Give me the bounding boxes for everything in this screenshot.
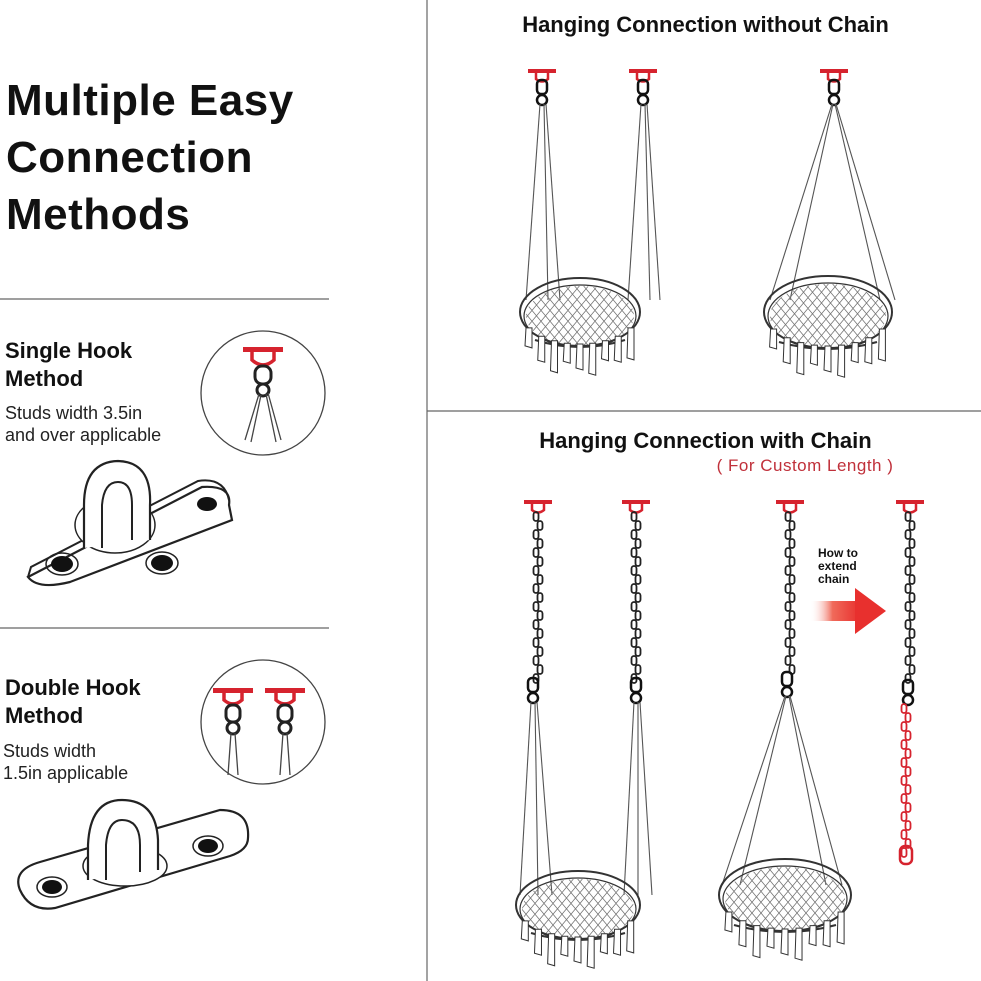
carabiner-icon [535,78,549,107]
title-line-1: Multiple Easy [6,76,294,125]
extension-carabiner-icon [898,844,914,866]
ceiling-mount-icon [524,500,552,514]
chain [904,511,916,684]
chain [532,511,544,684]
double-hook-detail-icon [200,659,326,785]
extend-label-line-3: chain [818,572,850,586]
carabiner-icon [901,678,915,707]
single-hook-title-line-2: Method [5,366,84,391]
hammock-seat [763,275,893,378]
ceiling-mount-icon [820,69,848,83]
page-title: Multiple Easy Connection Methods [6,72,294,243]
hammock-seat [519,277,641,376]
without-chain-title: Hanging Connection without Chain [522,12,889,37]
extend-arrow-icon [810,588,886,634]
rope-lines [769,103,896,301]
double-hook-title-line-1: Double Hook [5,675,141,700]
rope-lines [525,103,661,301]
carabiner-icon [827,78,841,107]
with-chain-subtitle: ( For Custom Length ) [716,456,894,475]
with-chain-title: Hanging Connection with Chain [539,428,872,453]
chain [784,511,796,675]
double-hook-title: Double Hook Method [5,674,141,730]
extend-chain-label: How to extend chain [818,547,858,586]
carabiner-icon [636,78,650,107]
ceiling-mount-icon [776,500,804,514]
ceiling-mount-icon [629,69,657,83]
extend-label-line-1: How to [818,546,858,560]
carabiner-icon [629,676,643,705]
carabiner-icon [780,670,794,699]
double-hook-title-line-2: Method [5,703,84,728]
double-hook-description: Studs width 1.5in applicable [3,740,128,784]
hammock-seat [515,870,641,969]
double-hook-desc-line-2: 1.5in applicable [3,763,129,783]
single-hook-title-line-1: Single Hook [5,338,133,363]
carabiner-icon [526,676,540,705]
ceiling-mount-icon [896,500,924,514]
double-hook-desc-line-1: Studs width [3,741,97,761]
single-hook-description: Studs width 3.5in and over applicable [5,402,161,446]
ceiling-mount-icon [528,69,556,83]
swing-illustrations [515,69,924,969]
rope-lines [519,701,653,896]
chain [630,511,642,684]
hammock-seat [718,858,852,961]
title-line-3: Methods [6,190,191,239]
title-line-2: Connection [6,133,253,182]
rope-lines [721,695,843,886]
single-hook-detail-icon [200,330,326,456]
extend-label-line-2: extend [818,559,857,573]
single-hook-desc-line-1: Studs width 3.5in [5,403,143,423]
single-hook-title: Single Hook Method [5,337,132,393]
single-hook-desc-line-2: and over applicable [5,425,162,445]
double-hook-plate-icon [17,798,250,910]
ceiling-mount-icon [622,500,650,514]
single-hook-plate-icon [26,459,234,587]
extension-chain [900,703,912,858]
